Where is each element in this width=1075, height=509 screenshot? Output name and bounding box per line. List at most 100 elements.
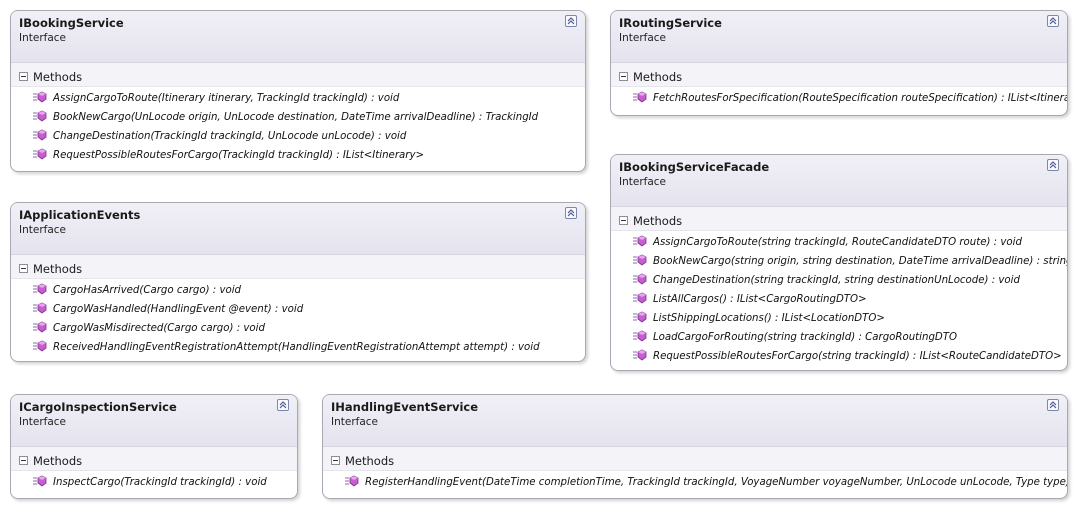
interface-kind-label: Interface [19,415,289,429]
method-signature: BookNewCargo(string origin, string desti… [653,256,1068,267]
methods-section-header[interactable]: Methods [11,255,585,279]
method-signature: CargoWasMisdirected(Cargo cargo) : void [53,323,265,334]
collapse-minus-icon[interactable] [619,216,628,225]
method-signature: FetchRoutesForSpecification(RouteSpecifi… [653,93,1068,104]
collapse-minus-icon[interactable] [331,456,340,465]
methods-section-header[interactable]: Methods [611,63,1067,87]
methods-section-header[interactable]: Methods [11,447,297,471]
method-icon [33,148,47,163]
interface-kind-label: Interface [19,223,577,237]
method-signature: InspectCargo(TrackingId trackingId) : vo… [53,477,267,488]
methods-section-label: Methods [33,454,82,468]
interface-header[interactable]: IRoutingServiceInterface [611,11,1067,63]
interface-icargoinspectionservice[interactable]: ICargoInspectionServiceInterfaceMethodsI… [10,394,298,499]
method-icon [633,273,647,288]
collapse-minus-icon[interactable] [619,72,628,81]
method-row[interactable]: LoadCargoForRouting(string trackingId) :… [633,328,1067,347]
method-row[interactable]: RequestPossibleRoutesForCargo(string tra… [633,347,1067,366]
interface-header[interactable]: IHandlingEventServiceInterface [323,395,1067,447]
method-icon [33,110,47,125]
methods-list: CargoHasArrived(Cargo cargo) : voidCargo… [11,279,585,357]
interface-ihandlingeventservice[interactable]: IHandlingEventServiceInterfaceMethodsReg… [322,394,1068,499]
method-row[interactable]: FetchRoutesForSpecification(RouteSpecifi… [633,89,1067,108]
interface-header[interactable]: IApplicationEventsInterface [11,203,585,255]
method-icon [33,475,47,490]
method-signature: CargoWasHandled(HandlingEvent @event) : … [53,304,303,315]
collapse-chevron-icon[interactable] [1047,15,1059,27]
methods-section-label: Methods [33,70,82,84]
method-signature: BookNewCargo(UnLocode origin, UnLocode d… [53,112,538,123]
collapse-chevron-icon[interactable] [1047,399,1059,411]
method-row[interactable]: ChangeDestination(string trackingId, str… [633,271,1067,290]
method-icon [633,292,647,307]
interface-name: IRoutingService [619,16,1059,31]
collapse-chevron-icon[interactable] [565,15,577,27]
method-icon [633,349,647,364]
method-icon [345,475,359,490]
methods-section-label: Methods [633,70,682,84]
method-icon [633,235,647,250]
method-row[interactable]: RegisterHandlingEvent(DateTime completio… [345,473,1067,492]
interface-header[interactable]: IBookingServiceFacadeInterface [611,155,1067,207]
interface-header[interactable]: ICargoInspectionServiceInterface [11,395,297,447]
methods-list: RegisterHandlingEvent(DateTime completio… [323,471,1067,492]
collapse-minus-icon[interactable] [19,72,28,81]
methods-list: FetchRoutesForSpecification(RouteSpecifi… [611,87,1067,108]
interface-header[interactable]: IBookingServiceInterface [11,11,585,63]
method-row[interactable]: AssignCargoToRoute(string trackingId, Ro… [633,233,1067,252]
method-icon [633,311,647,326]
method-row[interactable]: BookNewCargo(UnLocode origin, UnLocode d… [33,108,585,127]
method-icon [33,321,47,336]
interface-ibookingservice[interactable]: IBookingServiceInterfaceMethodsAssignCar… [10,10,586,172]
interface-kind-label: Interface [619,175,1059,189]
method-row[interactable]: ListShippingLocations() : IList<Location… [633,309,1067,328]
collapse-chevron-icon[interactable] [277,399,289,411]
methods-section-header[interactable]: Methods [11,63,585,87]
method-row[interactable]: InspectCargo(TrackingId trackingId) : vo… [33,473,297,492]
interface-name: IHandlingEventService [331,400,1059,415]
interface-iapplicationevents[interactable]: IApplicationEventsInterfaceMethodsCargoH… [10,202,586,362]
method-row[interactable]: BookNewCargo(string origin, string desti… [633,252,1067,271]
method-icon [633,330,647,345]
method-signature: RegisterHandlingEvent(DateTime completio… [365,477,1068,488]
interface-name: ICargoInspectionService [19,400,289,415]
interface-kind-label: Interface [331,415,1059,429]
methods-section-header[interactable]: Methods [611,207,1067,231]
interface-name: IBookingService [19,16,577,31]
method-icon [633,254,647,269]
methods-list: AssignCargoToRoute(string trackingId, Ro… [611,231,1067,366]
method-icon [33,283,47,298]
interface-kind-label: Interface [19,31,577,45]
method-row[interactable]: CargoWasHandled(HandlingEvent @event) : … [33,300,585,319]
interface-name: IApplicationEvents [19,208,577,223]
interface-iroutingservice[interactable]: IRoutingServiceInterfaceMethodsFetchRout… [610,10,1068,116]
method-icon [33,91,47,106]
method-icon [633,91,647,106]
method-icon [33,340,47,355]
method-row[interactable]: ReceivedHandlingEventRegistrationAttempt… [33,338,585,357]
methods-list: AssignCargoToRoute(Itinerary itinerary, … [11,87,585,165]
method-row[interactable]: AssignCargoToRoute(Itinerary itinerary, … [33,89,585,108]
method-signature: ChangeDestination(TrackingId trackingId,… [53,131,406,142]
method-row[interactable]: ListAllCargos() : IList<CargoRoutingDTO> [633,290,1067,309]
collapse-chevron-icon[interactable] [565,207,577,219]
interface-name: IBookingServiceFacade [619,160,1059,175]
collapse-minus-icon[interactable] [19,456,28,465]
method-signature: CargoHasArrived(Cargo cargo) : void [53,285,241,296]
methods-section-label: Methods [345,454,394,468]
method-signature: ListAllCargos() : IList<CargoRoutingDTO> [653,294,867,305]
method-signature: LoadCargoForRouting(string trackingId) :… [653,332,957,343]
methods-section-header[interactable]: Methods [323,447,1067,471]
collapse-minus-icon[interactable] [19,264,28,273]
method-row[interactable]: RequestPossibleRoutesForCargo(TrackingId… [33,146,585,165]
interface-ibookingservicefacade[interactable]: IBookingServiceFacadeInterfaceMethodsAss… [610,154,1068,371]
interface-kind-label: Interface [619,31,1059,45]
collapse-chevron-icon[interactable] [1047,159,1059,171]
method-signature: ReceivedHandlingEventRegistrationAttempt… [53,342,540,353]
method-signature: ChangeDestination(string trackingId, str… [653,275,1020,286]
method-row[interactable]: CargoHasArrived(Cargo cargo) : void [33,281,585,300]
method-signature: AssignCargoToRoute(Itinerary itinerary, … [53,93,399,104]
method-row[interactable]: ChangeDestination(TrackingId trackingId,… [33,127,585,146]
method-row[interactable]: CargoWasMisdirected(Cargo cargo) : void [33,319,585,338]
method-signature: AssignCargoToRoute(string trackingId, Ro… [653,237,1022,248]
